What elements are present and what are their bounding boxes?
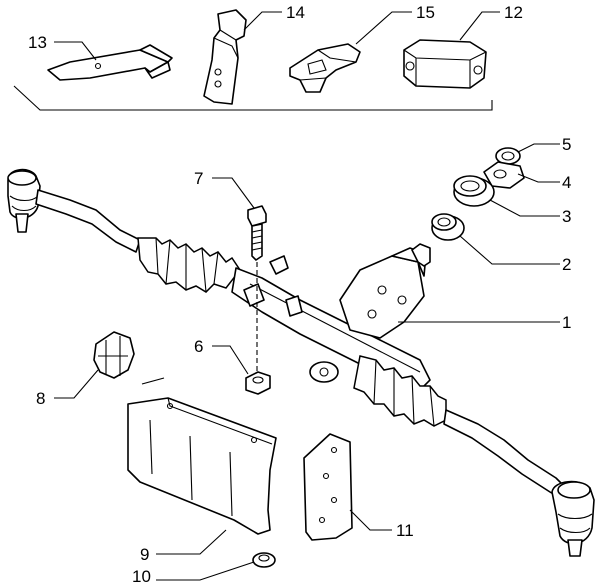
part-8-clamp [93, 331, 135, 379]
callout-13: 13 [28, 33, 47, 52]
leader-12 [459, 11, 500, 41]
leader-7 [212, 177, 255, 209]
callout-12: 12 [504, 3, 523, 22]
leader-2 [459, 235, 560, 265]
callout-5: 5 [562, 135, 571, 154]
callout-4: 4 [562, 173, 571, 192]
part-9-heat-shield [127, 377, 277, 535]
leader-8 [54, 369, 99, 399]
callout-1: 1 [562, 313, 571, 332]
part-7-bolt [247, 205, 267, 372]
callout-8: 8 [36, 389, 45, 408]
part-3-bushing [453, 175, 495, 207]
callout-6: 6 [194, 337, 203, 356]
callout-11: 11 [396, 521, 414, 540]
part-6-nut [245, 371, 271, 395]
callout-10: 10 [132, 567, 151, 584]
callout-15: 15 [416, 3, 435, 22]
part-12-rubber-mount [403, 39, 487, 89]
callout-14: 14 [286, 3, 305, 22]
leader-11 [349, 509, 392, 531]
leader-10 [156, 561, 255, 581]
part-10-nut [252, 552, 276, 568]
part-14-clip [203, 9, 247, 105]
group-bracket-line [13, 85, 493, 111]
part-15-clamp [289, 43, 361, 93]
leader-13 [54, 41, 97, 61]
leader-4 [517, 173, 560, 183]
leader-6 [212, 345, 249, 375]
leader-9 [156, 529, 227, 555]
leader-14 [243, 11, 282, 31]
callout-3: 3 [562, 207, 571, 226]
leader-lines [54, 11, 560, 581]
leader-5 [517, 143, 560, 153]
callout-9: 9 [140, 545, 149, 564]
callout-7: 7 [194, 169, 203, 188]
leader-3 [489, 199, 560, 217]
part-11-plate [303, 433, 353, 541]
leader-15 [355, 11, 412, 45]
callout-2: 2 [562, 255, 571, 274]
part-2-seal [431, 213, 465, 241]
callouts: 13 14 15 12 7 5 4 3 2 1 6 8 11 9 10 [28, 3, 571, 584]
part-13-bracket [47, 44, 173, 81]
part-1-steering-rack [7, 168, 595, 557]
